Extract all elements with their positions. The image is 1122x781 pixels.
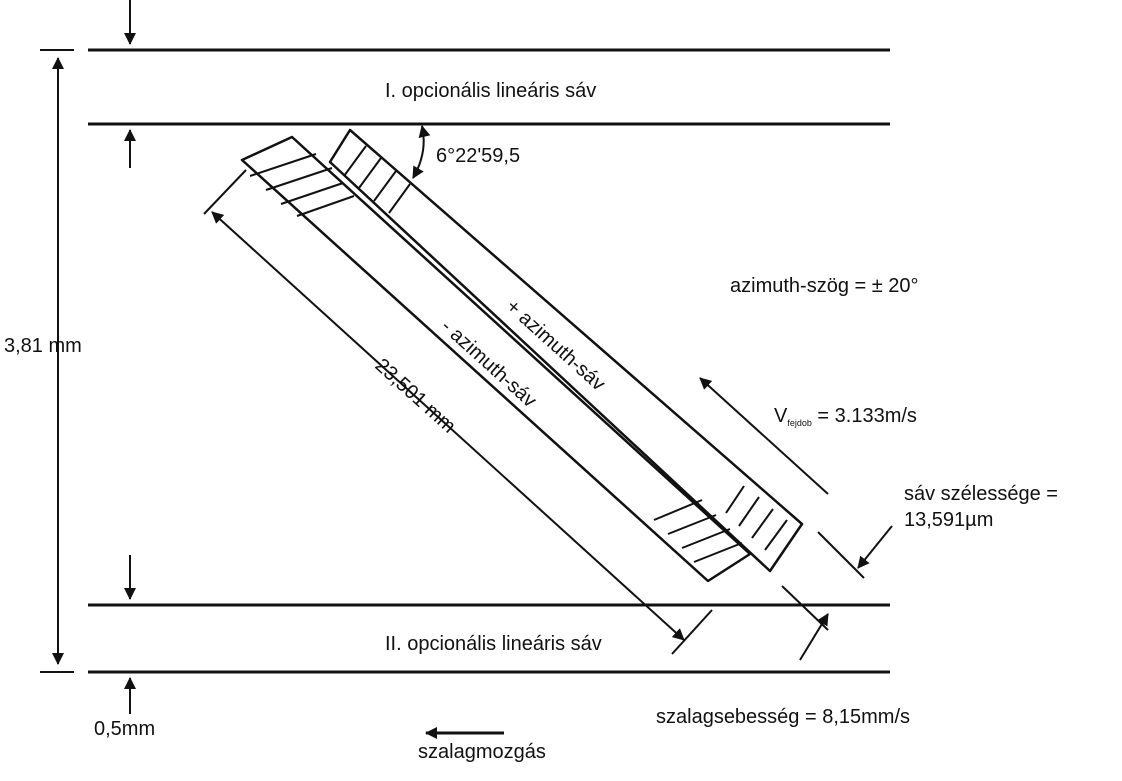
band-two-label: II. opcionális lineáris sáv (385, 633, 602, 655)
head-speed-value: = 3.133m/s (812, 405, 917, 427)
angle-label: 6°22'59,5 (436, 145, 520, 167)
track-hatching (249, 145, 788, 563)
track-length-dimension-line (211, 211, 685, 641)
tape-width-label: 3,81 mm (4, 335, 82, 357)
edge-margin-label: 0,5mm (94, 718, 155, 740)
head-speed-arrow (699, 377, 829, 495)
head-speed-subscript: fejdob (787, 418, 812, 428)
head-speed-label: Vfejdob = 3.133m/s (774, 405, 917, 428)
angle-arc (412, 125, 431, 179)
track-length-label: 23,501 mm (371, 354, 460, 437)
track-width-label: sáv szélessége = (904, 483, 1058, 505)
azimuth-angle-label: azimuth-szög = ± 20° (730, 275, 919, 297)
track-width-arrow-upper (857, 525, 893, 569)
tape-motion-label: szalagmozgás (418, 741, 546, 763)
track-width-arrow-lower (799, 613, 829, 661)
tape-speed-label: szalagsebesség = 8,15mm/s (656, 706, 910, 728)
track-width-value: 13,591µm (904, 509, 993, 531)
band-one-label: I. opcionális lineáris sáv (385, 80, 596, 102)
head-speed-symbol: V (774, 405, 788, 427)
